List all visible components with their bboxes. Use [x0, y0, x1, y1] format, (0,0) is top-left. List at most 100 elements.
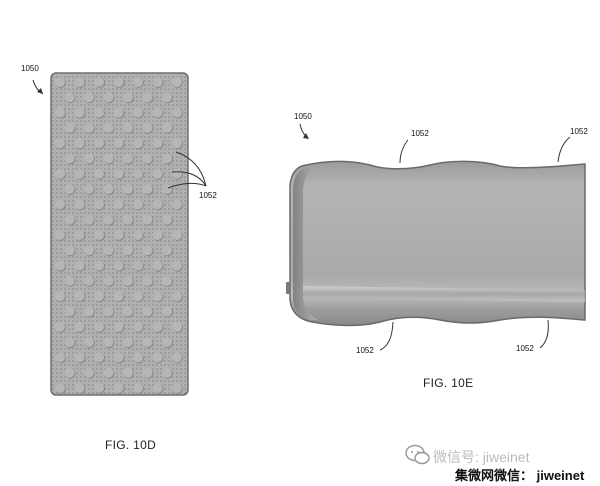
bump: [152, 352, 163, 363]
bump: [172, 230, 182, 240]
bump: [133, 230, 143, 240]
bump: [74, 107, 85, 118]
bump-grid: [55, 77, 183, 394]
bump: [94, 138, 104, 149]
bump: [123, 153, 133, 164]
bump: [172, 138, 182, 149]
bump: [162, 245, 172, 256]
bump: [84, 245, 94, 256]
bump: [133, 291, 143, 302]
leader-1052-left-b: [171, 171, 207, 187]
bump: [74, 168, 85, 179]
bump: [55, 291, 65, 302]
bump: [64, 245, 75, 256]
bump: [74, 260, 85, 271]
bump: [94, 383, 104, 393]
device-band: [303, 286, 585, 302]
bump: [133, 199, 143, 210]
bump: [162, 184, 172, 195]
bump: [152, 199, 163, 210]
wechat-logo-icon: [405, 444, 430, 465]
ref-1052-bottom-a: 1052: [356, 346, 374, 355]
bump: [64, 122, 75, 133]
bump: [103, 184, 114, 195]
bump: [162, 367, 172, 378]
bump: [74, 199, 85, 210]
bump: [55, 168, 65, 179]
bump: [172, 260, 182, 271]
bump: [133, 383, 143, 393]
bump: [55, 321, 65, 332]
bump: [133, 168, 143, 179]
device-body: [289, 160, 586, 327]
bump: [172, 383, 182, 393]
bump: [64, 275, 75, 286]
bump: [142, 306, 153, 317]
ref-1052-left: 1052: [199, 191, 217, 200]
bump: [74, 352, 85, 363]
bump: [113, 321, 124, 332]
bump: [103, 214, 114, 225]
bump: [113, 107, 124, 118]
bump: [113, 260, 124, 271]
bump: [64, 184, 75, 195]
bump: [74, 230, 85, 240]
bump: [113, 291, 124, 302]
caption-fig-10d: FIG. 10D: [105, 438, 157, 452]
bump: [94, 199, 104, 210]
bump: [113, 230, 124, 240]
bump: [172, 291, 182, 302]
bump: [123, 275, 133, 286]
bump: [84, 92, 94, 103]
ref-1050-left: 1050: [21, 64, 39, 73]
bump: [74, 383, 85, 393]
bump: [123, 184, 133, 195]
bump: [64, 306, 75, 317]
bump: [74, 138, 85, 149]
bump: [94, 321, 104, 332]
bump: [152, 107, 163, 118]
bump: [133, 138, 143, 149]
bump: [103, 275, 114, 286]
bump: [123, 245, 133, 256]
bump: [172, 321, 182, 332]
caption-fig-10e: FIG. 10E: [423, 376, 474, 390]
bump: [55, 77, 65, 87]
bump: [55, 230, 65, 240]
bump: [103, 337, 114, 348]
arrowhead-1050-right: [303, 133, 309, 139]
bump: [84, 275, 94, 286]
bump: [162, 122, 172, 133]
bump: [162, 214, 172, 225]
bump: [142, 275, 153, 286]
bump: [64, 153, 75, 164]
bump: [142, 337, 153, 348]
bump: [172, 352, 182, 363]
bump: [113, 352, 124, 363]
bump: [84, 184, 94, 195]
bump: [84, 122, 94, 133]
ref-1050-right: 1050: [294, 112, 312, 121]
fig-10d-drawing: [32, 72, 207, 396]
bump: [103, 306, 114, 317]
leader-1052-top-a: [399, 139, 409, 164]
bump: [103, 92, 114, 103]
watermark-wechat-id: 微信号: jiweinet: [433, 449, 530, 465]
bump: [142, 184, 153, 195]
bump: [74, 77, 85, 87]
bump: [94, 260, 104, 271]
bump: [152, 383, 163, 393]
bump: [142, 245, 153, 256]
bump: [133, 260, 143, 271]
bump: [94, 230, 104, 240]
bump: [55, 107, 65, 118]
bump: [133, 107, 143, 118]
leader-1052-bottom-b: [539, 319, 549, 349]
side-button: [286, 282, 290, 294]
bump: [84, 214, 94, 225]
bump: [84, 153, 94, 164]
bump: [162, 337, 172, 348]
watermark-jiwei: 集微网微信： jiweinet: [455, 468, 585, 483]
bump: [123, 337, 133, 348]
